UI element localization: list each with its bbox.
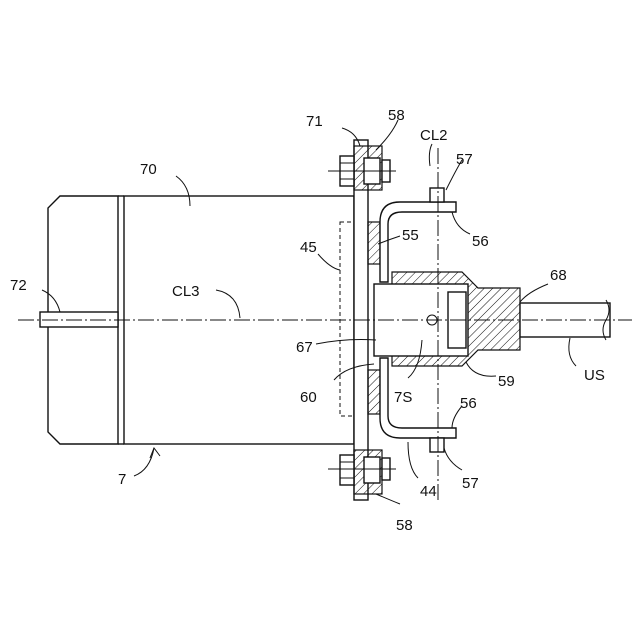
label-cl2: CL2	[420, 127, 448, 144]
bolt-57-top	[430, 188, 444, 202]
label-71: 71	[306, 113, 323, 130]
label-70: 70	[140, 161, 157, 178]
label-67: 67	[296, 339, 313, 356]
bottom-bolt-assembly	[328, 450, 396, 494]
label-60: 60	[300, 389, 317, 406]
label-57-top: 57	[456, 151, 473, 168]
label-45: 45	[300, 239, 317, 256]
label-55: 55	[402, 227, 419, 244]
label-57-bottom: 57	[462, 475, 479, 492]
label-cl3: CL3	[172, 283, 200, 300]
label-68: 68	[550, 267, 567, 284]
label-59: 59	[498, 373, 515, 390]
top-bolt-assembly	[328, 146, 396, 190]
label-7: 7	[118, 471, 126, 488]
label-56-top: 56	[472, 233, 489, 250]
label-56-bottom: 56	[460, 395, 477, 412]
spacer-55-top	[368, 222, 380, 264]
label-us: US	[584, 367, 605, 384]
bracket-44-lower	[380, 358, 456, 438]
label-72: 72	[10, 277, 27, 294]
label-7s: 7S	[394, 389, 412, 406]
label-44: 44	[420, 483, 437, 500]
spacer-55-bottom	[368, 370, 380, 414]
bolt-57-bottom	[430, 438, 444, 452]
label-58-bottom: 58	[396, 517, 413, 534]
label-58-top: 58	[388, 107, 405, 124]
